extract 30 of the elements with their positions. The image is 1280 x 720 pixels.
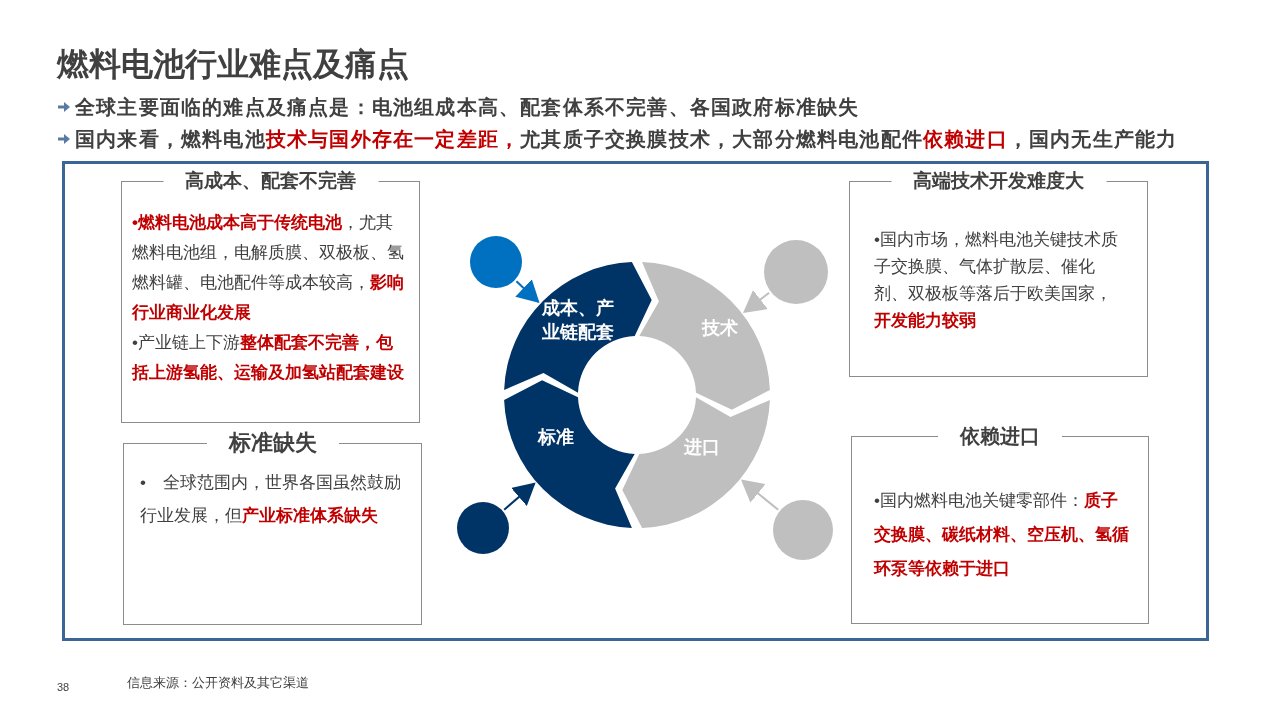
card-heading: 高端技术开发难度大 — [891, 168, 1106, 193]
segment-label: 成本、产业链配套 — [541, 297, 615, 344]
pointer-arrow — [503, 482, 536, 511]
card-heading: 标准缺失 — [206, 428, 339, 457]
page-number: 38 — [57, 681, 70, 693]
pointer-arrow — [515, 279, 540, 304]
circle — [470, 236, 522, 288]
slide-title: 燃料电池行业难点及痛点 — [57, 45, 409, 84]
ring-segment — [639, 262, 770, 410]
ring-segment — [622, 397, 770, 528]
bullet-text: • 全球范围内，世界各国虽然鼓励行业发展，但产业标准体系缺失 — [140, 472, 402, 527]
card-heading: 高成本、配套不完善 — [163, 168, 378, 193]
bullet-text: •燃料电池成本高于传统电池，尤其燃料电池组，电解质膜、双极板、氢燃料罐、电池配件等成本较高，影响行业商业化发展 — [132, 212, 405, 324]
summary-line: 国内来看，燃料电池技术与国外存在一定差距，尤其质子交换膜技术，大部分燃料电池配件依赖进口，国内无生产能力 — [75, 127, 1178, 152]
bullet-text: •产业链上下游整体配套不完善，包括上游氢能、运输及加氢站配套建设 — [132, 332, 405, 384]
ring-segment — [504, 380, 635, 528]
summary-line: 全球主要面临的难点及痛点是：电池组成本高、配套体系不完善、各国政府标准缺失 — [75, 95, 860, 120]
ring-segment — [504, 262, 652, 393]
circle — [457, 502, 509, 554]
circle — [773, 500, 833, 560]
pointer-arrow — [743, 290, 771, 314]
segment-label: 技术 — [700, 317, 739, 340]
bullet-text: •国内市场，燃料电池关键技术质子交换膜、气体扩散层、催化剂、双极板等落后于欧美国家，开发能力较弱 — [874, 229, 1119, 332]
source-note: 信息来源：公开资料及其它渠道 — [127, 674, 309, 692]
pointer-arrow — [740, 479, 780, 511]
segment-label: 标准 — [536, 426, 575, 449]
card-heading: 依赖进口 — [938, 423, 1062, 449]
segment-label: 进口 — [683, 436, 721, 459]
bullet-text: •国内燃料电池关键零部件：质子交换膜、碳纸材料、空压机、氢循环泵等依赖于进口 — [874, 490, 1130, 580]
frame-box — [62, 161, 1209, 641]
